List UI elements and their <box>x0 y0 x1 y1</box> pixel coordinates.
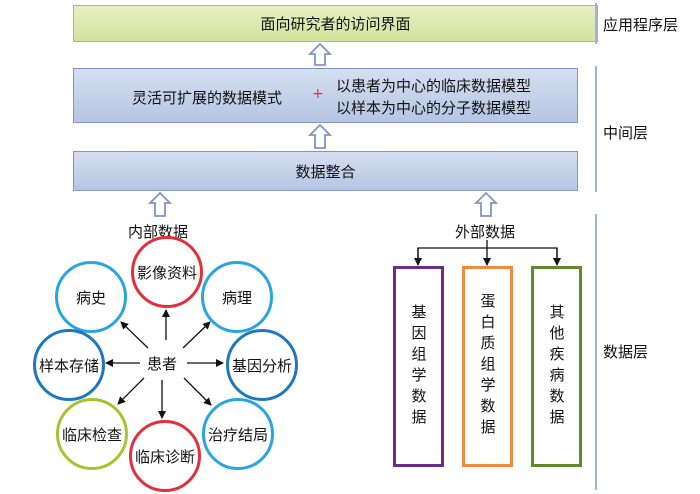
hollow-up-arrow-icon <box>307 123 333 149</box>
node-treatment-outcome: 治疗结局 <box>202 398 274 470</box>
node-sample-storage: 样本存储 <box>33 329 105 401</box>
application-layer-label: 应用程序层 <box>603 16 679 34</box>
patient-center-label: 患者 <box>147 353 178 374</box>
node-label: 影像资料 <box>136 263 197 282</box>
arrow-to-treatment-outcome <box>183 377 212 406</box>
arrow-to-pathology <box>182 321 211 349</box>
data-layer-divider <box>595 214 597 490</box>
data-layer-label: 数据层 <box>603 343 649 361</box>
external-data-title: 外部数据 <box>455 223 516 241</box>
source-label: 其他疾病数据 <box>547 303 566 430</box>
arrow-to-clinical-exam <box>117 377 145 405</box>
node-label: 病理 <box>221 288 252 307</box>
source-label: 蛋白质组学数据 <box>478 293 497 440</box>
node-medical-history: 病史 <box>55 261 127 333</box>
researcher-interface-box: 面向研究者的访问界面 <box>73 5 598 42</box>
node-label: 临床诊断 <box>134 447 195 466</box>
node-label: 样本存储 <box>38 356 99 375</box>
source-other-disease: 其他疾病数据 <box>531 266 582 467</box>
node-gene-analysis: 基因分析 <box>226 329 298 401</box>
arrow-to-history <box>120 321 149 349</box>
data-model-box: 灵活可扩展的数据模式 + 以患者为中心的临床数据模型 以样本为中心的分子数据模型 <box>73 68 578 123</box>
data-integration-box: 数据整合 <box>73 151 578 191</box>
node-label: 临床检查 <box>61 425 122 444</box>
flexible-schema-text: 灵活可扩展的数据模式 <box>132 89 283 107</box>
source-proteomics: 蛋白质组学数据 <box>462 266 513 467</box>
node-label: 病史 <box>75 288 106 307</box>
node-clinical-diagnosis: 临床诊断 <box>129 420 201 492</box>
node-label: 治疗结局 <box>207 425 268 444</box>
data-integration-text: 数据整合 <box>295 162 356 181</box>
hollow-up-arrow-icon <box>307 42 333 66</box>
molecular-model-text: 以样本为中心的分子数据模型 <box>336 99 532 117</box>
middle-layer-label: 中间层 <box>603 124 649 142</box>
clinical-model-text: 以患者为中心的临床数据模型 <box>336 77 532 95</box>
researcher-interface-text: 面向研究者的访问界面 <box>260 15 411 33</box>
middle-layer-divider <box>595 66 597 192</box>
hollow-up-arrow-icon <box>473 191 499 217</box>
source-label: 基因组学数据 <box>409 303 428 430</box>
application-layer-divider <box>595 3 597 44</box>
plus-sign: + <box>312 86 324 102</box>
node-label: 基因分析 <box>231 356 292 375</box>
node-pathology: 病理 <box>201 261 273 333</box>
node-clinical-exam: 临床检查 <box>56 398 128 470</box>
node-imaging: 影像资料 <box>131 236 203 308</box>
hollow-up-arrow-icon <box>147 191 173 217</box>
source-genomics: 基因组学数据 <box>393 266 444 467</box>
